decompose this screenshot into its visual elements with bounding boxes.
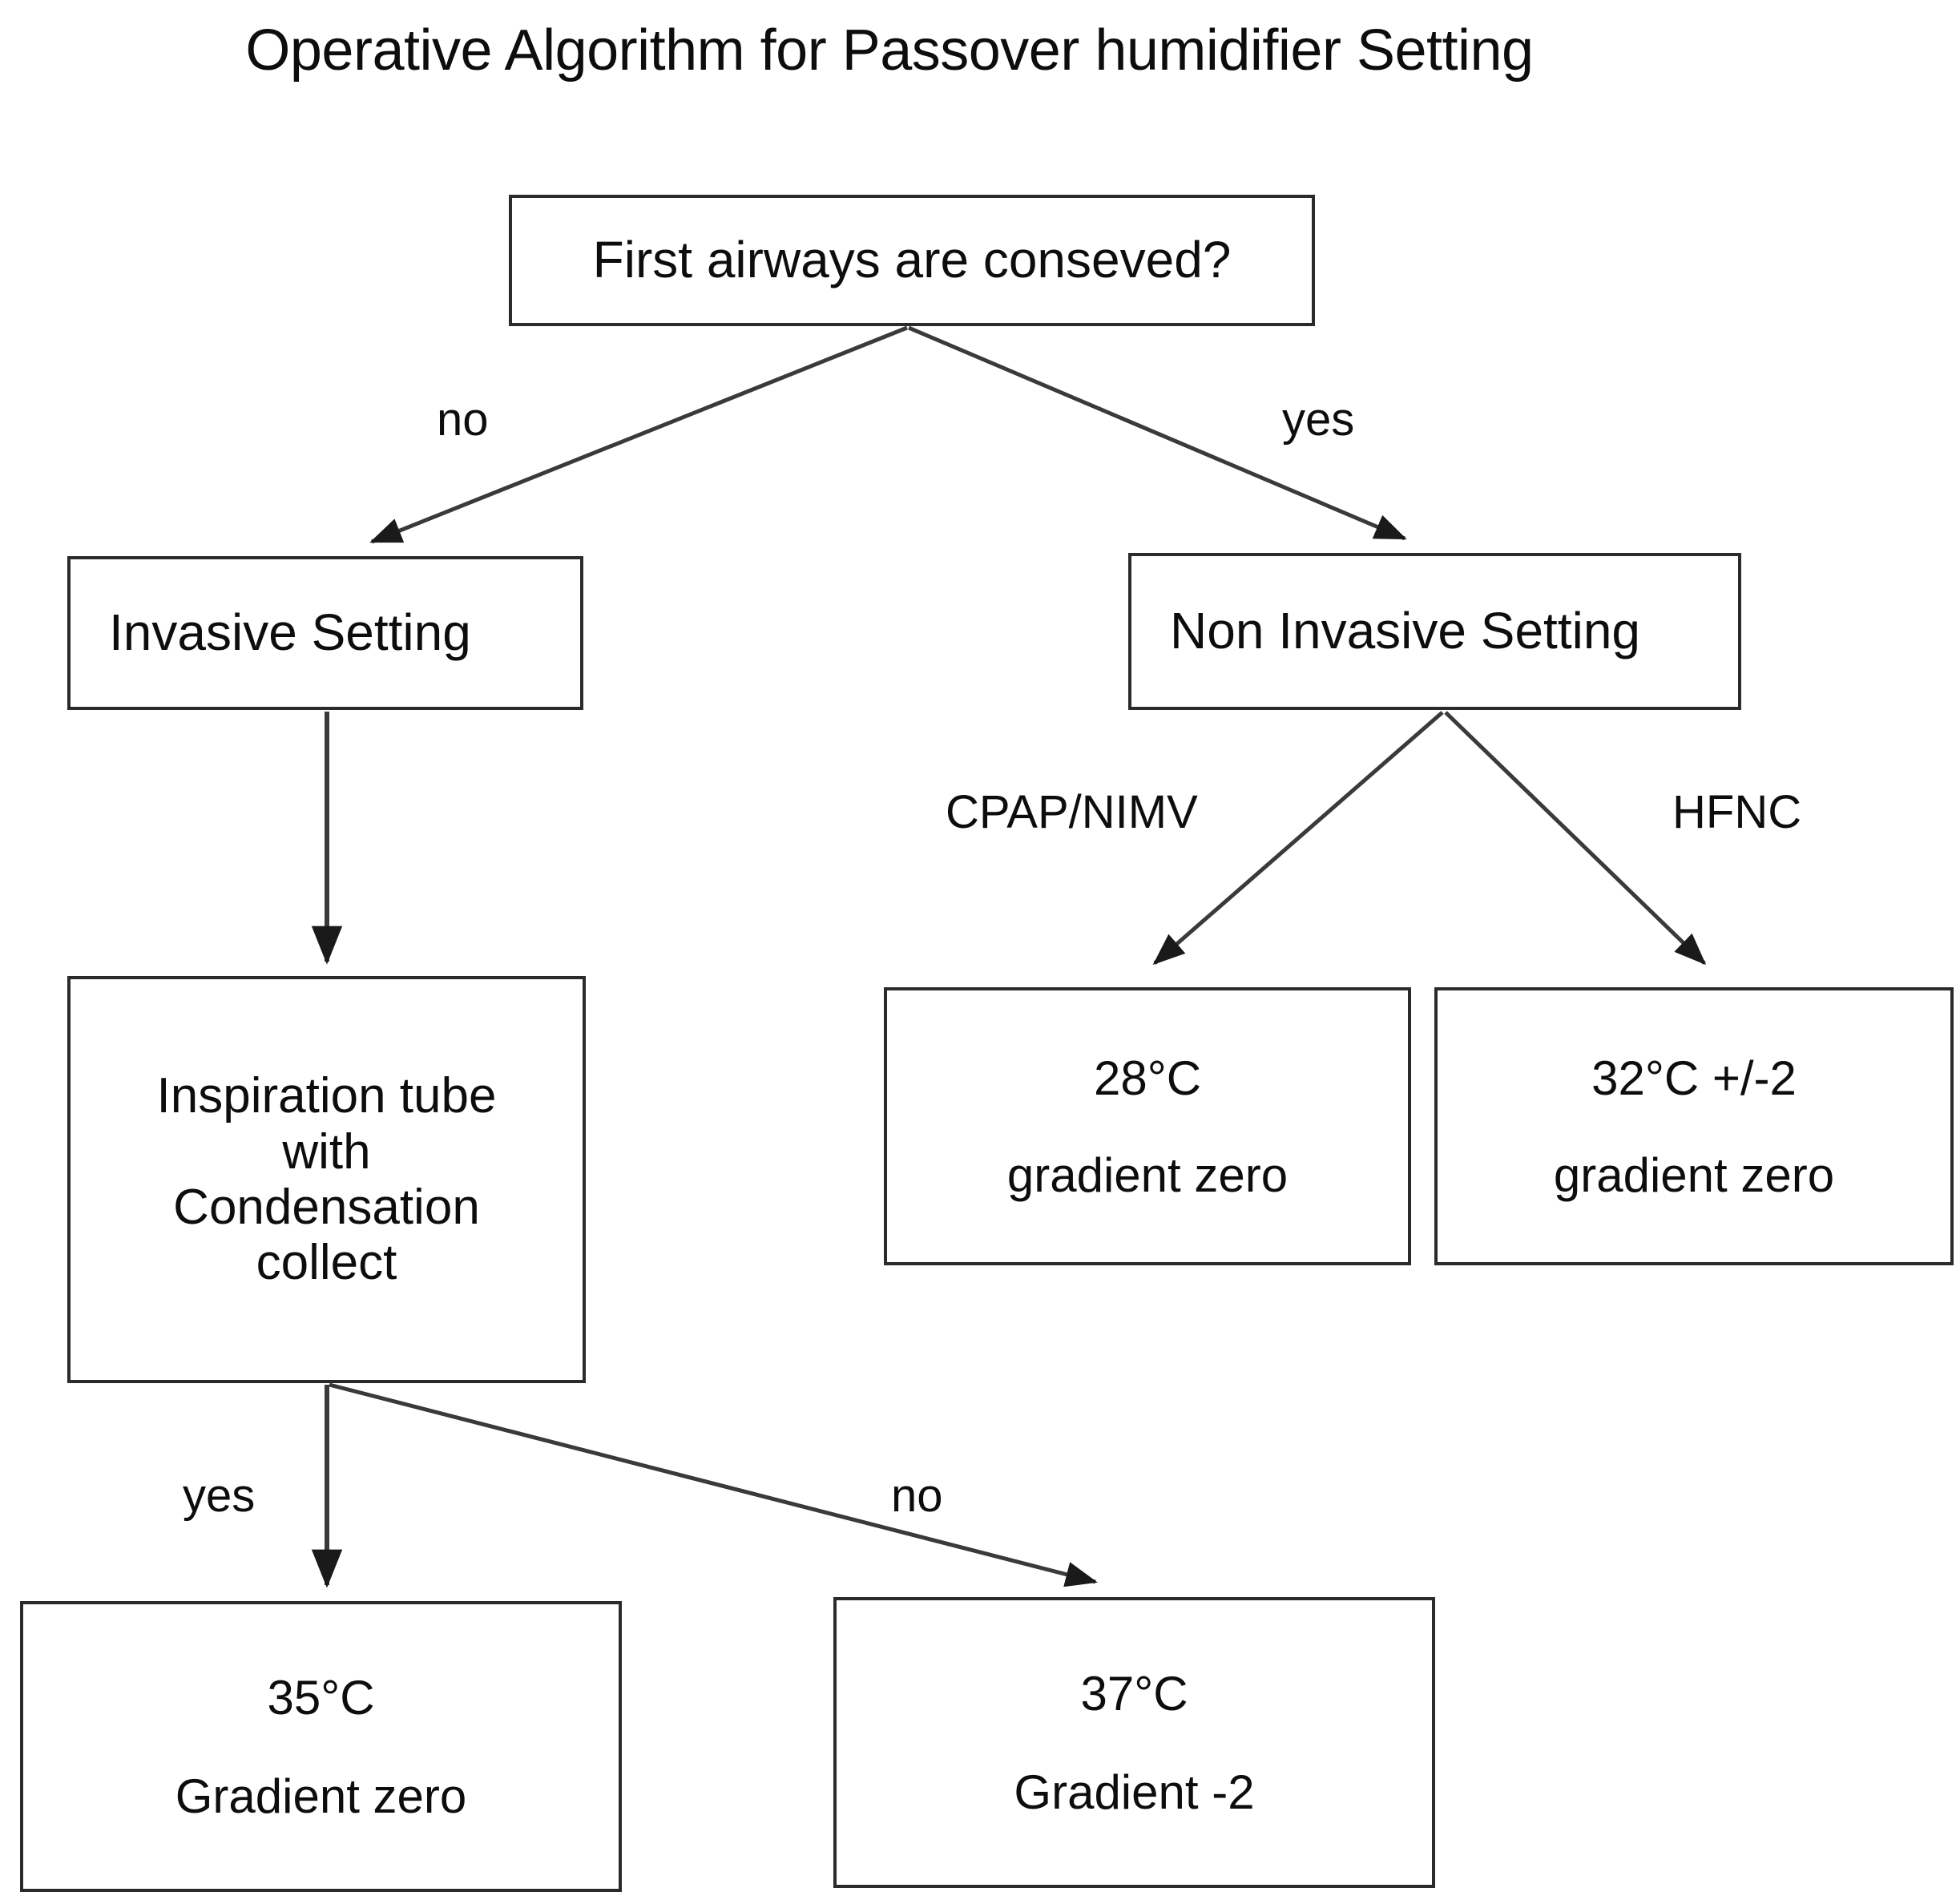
node-first-airways[interactable]: First airways are conseved? (509, 195, 1315, 326)
node-cpap-target-spacer (887, 1103, 1408, 1150)
node-yes-result-temperature: 35°C (267, 1670, 375, 1724)
node-no-result[interactable]: 37°C Gradient -2 (833, 1597, 1435, 1888)
node-non-invasive-setting[interactable]: Non Invasive Setting (1128, 553, 1741, 710)
edge-label-cpap-nimv: CPAP/NIMV (946, 786, 1198, 838)
node-no-result-gradient: Gradient -2 (1014, 1765, 1255, 1819)
node-yes-result-spacer (23, 1723, 619, 1771)
edge-label-no-top: no (437, 393, 489, 446)
node-no-result-spacer (837, 1719, 1432, 1767)
edge-label-hfnc: HFNC (1672, 786, 1802, 838)
node-inspiration-line-4: collect (256, 1235, 397, 1291)
node-cpap-target[interactable]: 28°C gradient zero (884, 987, 1411, 1265)
edge-label-yes-bottom: yes (183, 1470, 256, 1522)
node-hfnc-target-temperature: 32°C +/-2 (1591, 1051, 1797, 1105)
node-no-result-temperature: 37°C (1080, 1666, 1188, 1720)
node-yes-result-gradient: Gradient zero (175, 1769, 467, 1823)
edge-label-yes-top: yes (1282, 393, 1355, 446)
node-yes-result[interactable]: 35°C Gradient zero (20, 1601, 622, 1892)
node-inspiration-line-2: with (282, 1123, 371, 1180)
node-hfnc-target-spacer (1438, 1103, 1950, 1150)
node-inspiration-line-1: Inspiration tube (156, 1068, 497, 1124)
node-cpap-target-temperature: 28°C (1093, 1051, 1202, 1105)
node-first-airways-label: First airways are conseved? (592, 231, 1232, 289)
node-inspiration-line-3: Condensation (173, 1180, 480, 1235)
node-invasive-setting[interactable]: Invasive Setting (67, 556, 583, 710)
page-title: Operative Algorithm for Passover humidif… (245, 18, 1534, 83)
node-inspiration-tube[interactable]: Inspiration tube with Condensation colle… (67, 976, 586, 1383)
node-invasive-setting-label: Invasive Setting (109, 603, 471, 662)
edge-non-invasive-to-hfnc (1444, 711, 1707, 966)
node-non-invasive-setting-label: Non Invasive Setting (1170, 602, 1640, 660)
node-hfnc-target[interactable]: 32°C +/-2 gradient zero (1434, 987, 1954, 1265)
node-cpap-target-gradient: gradient zero (1006, 1148, 1289, 1202)
node-hfnc-target-gradient: gradient zero (1553, 1148, 1835, 1202)
edge-inspiration-to-no-result (329, 1382, 1098, 1587)
edge-label-no-bottom: no (891, 1470, 943, 1522)
